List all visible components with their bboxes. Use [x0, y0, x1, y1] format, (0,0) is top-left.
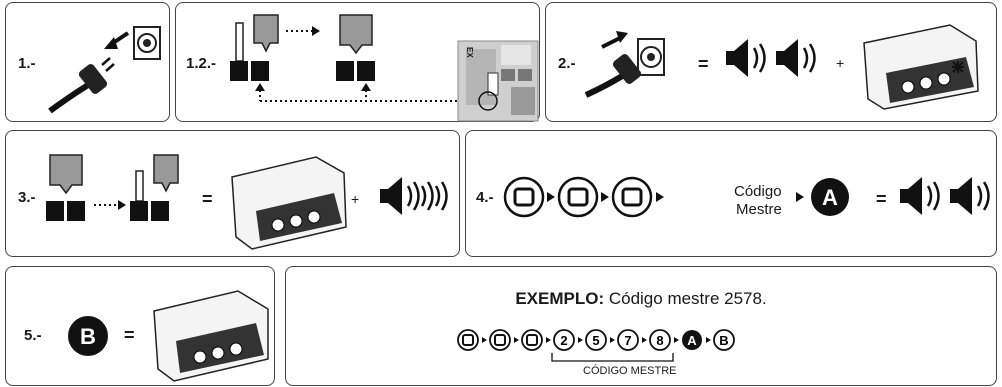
- codigo-mestre-label-2: Mestre: [736, 201, 782, 218]
- jumper-illustration: [230, 14, 539, 122]
- step-2-label: 2.-: [558, 55, 576, 72]
- wall-socket-icon: [133, 26, 161, 60]
- arrow-icon: [547, 192, 555, 202]
- step-5-label: 5.-: [24, 327, 42, 344]
- jumper-reset-illustration: [46, 154, 448, 250]
- panel-example: EXEMPLO: Código mestre 2578. 2 5: [285, 266, 997, 386]
- panel-step-3: 3.- = +: [5, 130, 460, 257]
- jumper-moved-icon: [130, 154, 179, 221]
- svg-text:5: 5: [592, 333, 599, 348]
- seq-a-button: A: [682, 330, 702, 350]
- step-1-2-label: 1.2.-: [186, 55, 217, 72]
- plug-icon: [48, 57, 115, 114]
- seq-digit-8: 8: [649, 329, 671, 351]
- plug-icon: [584, 54, 642, 98]
- plus-sign-3: +: [351, 191, 360, 207]
- beep-icon-2: [950, 177, 990, 215]
- panel-step-1-2: 1.2.-: [175, 2, 540, 122]
- step-5-illustration: B: [68, 290, 269, 382]
- arrow-icon: [674, 337, 679, 343]
- equals-sign-3: =: [202, 189, 213, 209]
- codigo-mestre-caption: CÓDIGO MESTRE: [583, 365, 677, 377]
- led-flash-icon: [952, 61, 964, 73]
- step-3-label: 3.-: [18, 189, 36, 206]
- step-1-label: 1.-: [18, 55, 36, 72]
- svg-text:B: B: [719, 333, 728, 348]
- arrow-icon: [706, 337, 711, 343]
- arrow-icon: [514, 337, 519, 343]
- arrow-icon: [642, 337, 647, 343]
- receiver-device-icon: [231, 156, 347, 250]
- codigo-mestre-label-1: Código: [734, 183, 782, 200]
- arrow-icon: [656, 192, 664, 202]
- arrow-icon: [104, 31, 130, 49]
- a-button-icon: A: [811, 178, 849, 216]
- b-button-icon: B: [68, 316, 108, 356]
- panel-step-2: 2.- = +: [545, 2, 997, 122]
- seq-digit-2: 2: [553, 329, 575, 351]
- jumper-on-both-icon: [46, 154, 85, 221]
- example-heading: EXEMPLO:: [515, 289, 605, 308]
- plug-in-illustration: [584, 24, 979, 110]
- svg-text:8: 8: [656, 333, 663, 348]
- arrow-icon: [796, 192, 804, 202]
- svg-text:A: A: [822, 185, 838, 210]
- unplug-illustration: [48, 26, 161, 114]
- svg-text:7: 7: [624, 333, 631, 348]
- panel-step-5: 5.- = B: [5, 266, 275, 386]
- seq-digit-7: 7: [617, 329, 639, 351]
- receiver-device-icon: [153, 290, 269, 382]
- arrow-icon: [546, 337, 551, 343]
- arrow-icon: [578, 337, 583, 343]
- long-beep-icon: [380, 177, 448, 215]
- board-label: EX: [465, 47, 474, 58]
- wall-socket-icon: [637, 38, 665, 76]
- svg-text:A: A: [687, 333, 697, 348]
- seq-b-button: B: [713, 329, 735, 351]
- equals-sign-2: =: [698, 54, 709, 74]
- step-4-label: 4.-: [476, 189, 494, 206]
- beep-icon-1: [726, 39, 766, 77]
- jumper-on-right-icon: [336, 14, 375, 81]
- square-button-icon-2: [557, 176, 599, 218]
- svg-text:B: B: [80, 324, 96, 349]
- example-sequence: 2 5 7 8 A B: [457, 329, 735, 362]
- panel-step-4: 4.- Código Mestre = A: [465, 130, 997, 257]
- arrow-icon: [601, 192, 609, 202]
- seq-square-button-2: [489, 329, 511, 351]
- seq-square-button-1: [457, 329, 479, 351]
- code-entry-sequence: A: [503, 176, 990, 218]
- seq-digit-5: 5: [585, 329, 607, 351]
- square-button-icon-1: [503, 176, 545, 218]
- example-text: Código mestre 2578.: [604, 289, 767, 308]
- svg-text:2: 2: [560, 333, 567, 348]
- seq-square-button-3: [521, 329, 543, 351]
- receiver-device-icon: [863, 24, 979, 110]
- dotted-arrow-icon: [286, 26, 320, 36]
- arrow-icon: [482, 337, 487, 343]
- example-caption: EXEMPLO: Código mestre 2578.: [286, 289, 996, 309]
- panel-step-1: 1.-: [5, 2, 170, 122]
- jumper-on-left-icon: [230, 14, 279, 81]
- plus-sign-2: +: [836, 55, 845, 71]
- beep-icon-2: [776, 39, 816, 77]
- dotted-routing-line: [259, 85, 476, 102]
- arrow-icon: [610, 337, 615, 343]
- circuit-board-photo: [457, 40, 539, 122]
- square-button-icon-3: [611, 176, 653, 218]
- equals-sign-5: =: [124, 325, 135, 345]
- arrow-icon: [601, 31, 628, 49]
- codigo-mestre-bracket: [551, 353, 674, 362]
- equals-sign-4: =: [876, 189, 887, 209]
- beep-icon-1: [900, 177, 940, 215]
- dotted-arrow-icon: [94, 200, 126, 210]
